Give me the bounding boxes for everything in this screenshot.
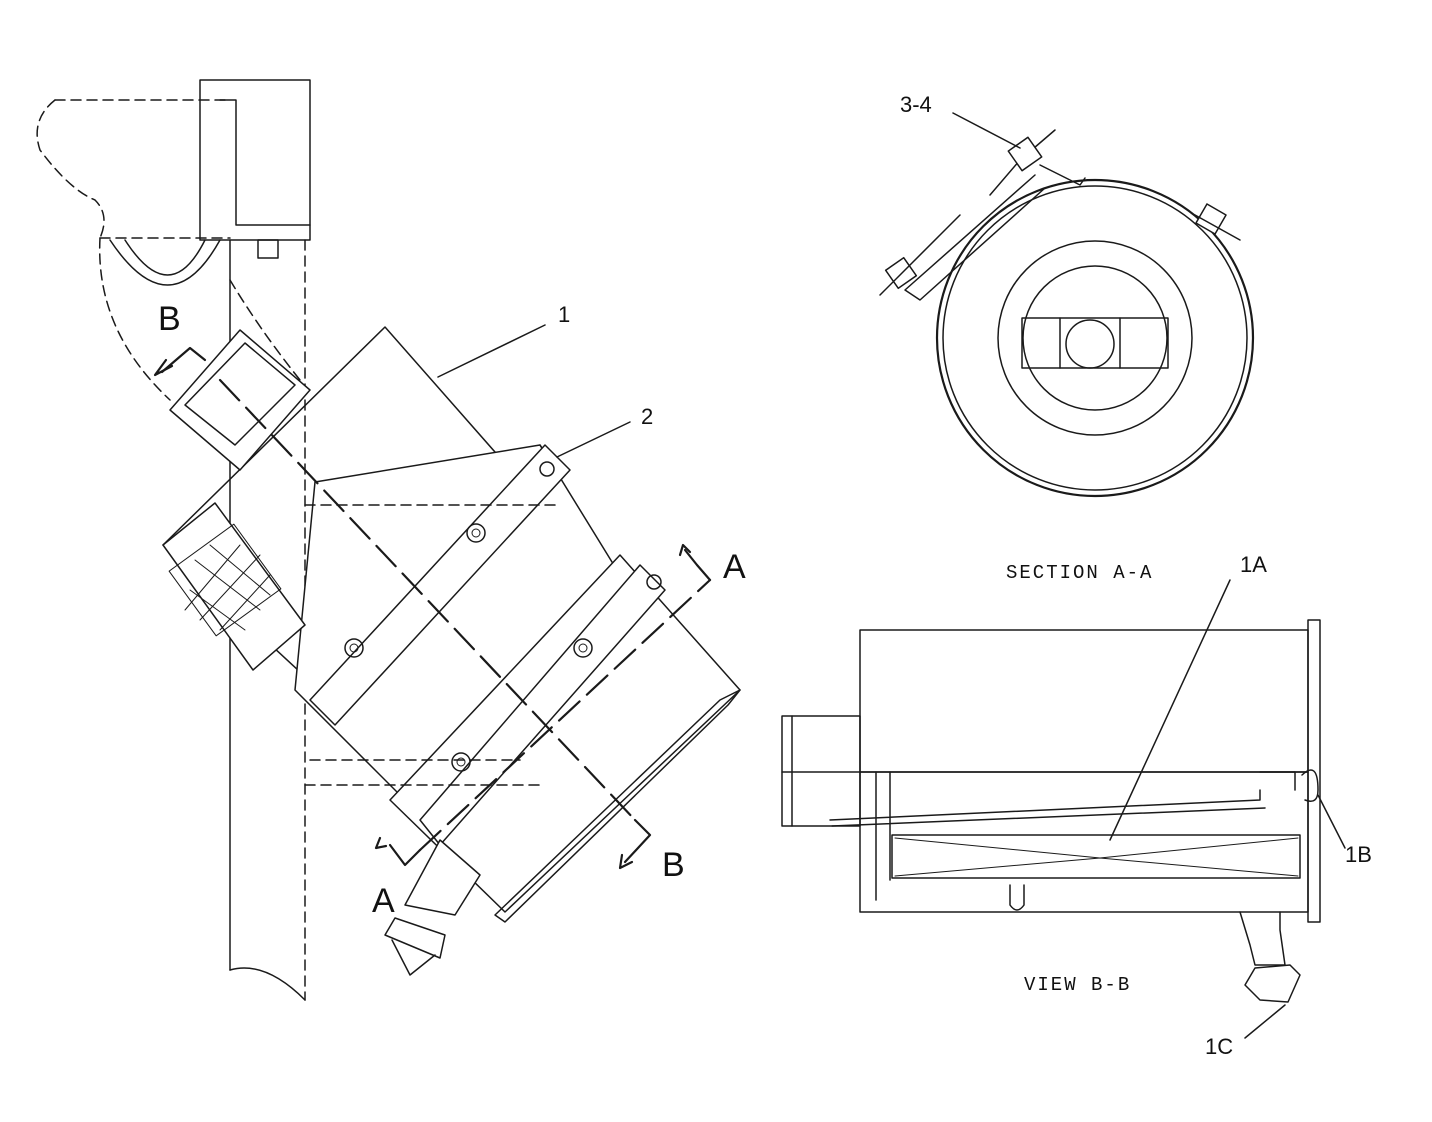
section-lines (153, 346, 712, 870)
leader-1c (1244, 1004, 1286, 1039)
callout-1c: 1C (1205, 1034, 1233, 1059)
view-bb: 1A 1B 1C VIEW B-B (781, 552, 1372, 1059)
section-aa-view: 3-4 SECTION A-A (879, 92, 1255, 584)
main-assembly-view: B A B A 1 2 (36, 79, 746, 1001)
leader-3-4 (952, 112, 1021, 149)
callout-1b: 1B (1345, 842, 1372, 867)
dust-valve (384, 839, 481, 976)
mesh-screen (168, 523, 282, 637)
callout-3-4: 3-4 (900, 92, 932, 117)
callout-2: 2 (641, 404, 653, 429)
shield-plate (494, 689, 741, 923)
section-mark-a-top: A (723, 548, 746, 586)
callout-1a: 1A (1240, 552, 1267, 577)
leader-1a (1109, 579, 1231, 841)
section-mark-a-bottom: A (372, 882, 395, 920)
section-mark-b-bottom: B (662, 846, 685, 884)
intake-elbow (36, 99, 301, 401)
support-bracket (304, 504, 556, 786)
section-mark-b-top: B (158, 300, 181, 338)
dust-valve-side (1239, 911, 1301, 1003)
band-clamp (879, 129, 1241, 301)
leader-1b (1317, 794, 1346, 849)
callout-1: 1 (558, 302, 570, 327)
leader-2 (556, 421, 631, 458)
view-bb-title: VIEW B-B (1024, 974, 1131, 996)
section-aa-title: SECTION A-A (1006, 562, 1153, 584)
leader-1 (437, 324, 546, 378)
